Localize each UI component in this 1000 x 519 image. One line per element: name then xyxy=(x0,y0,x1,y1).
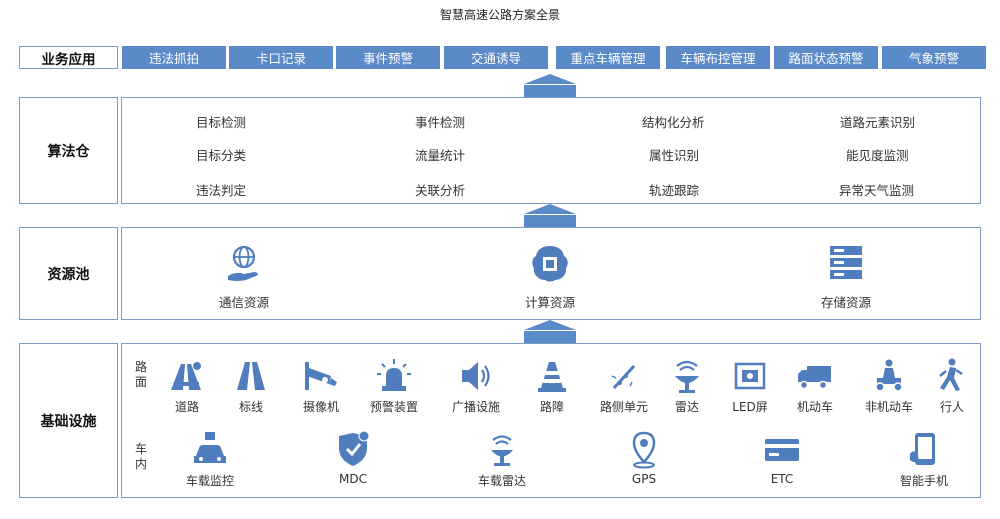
smartphone-icon xyxy=(910,433,935,465)
road-item: 路障 xyxy=(515,356,589,415)
resource-item: 存储资源 xyxy=(786,242,906,311)
road-item: 雷达 xyxy=(650,356,724,415)
infra-label: LED屏 xyxy=(732,400,768,414)
business-item: 卡口记录 xyxy=(229,46,333,69)
brain-chip-icon xyxy=(532,246,568,282)
gps-pin-icon xyxy=(632,431,656,469)
road-item: 机动车 xyxy=(778,356,852,415)
algorithm-item: 违法判定 xyxy=(196,183,247,198)
algorithm-item: 目标检测 xyxy=(196,115,247,130)
algorithm-panel: 目标检测 事件检测 结构化分析 道路元素识别 目标分类 流量统计 属性识别 能见… xyxy=(121,97,981,204)
business-item: 违法抓拍 xyxy=(122,46,226,69)
business-item: 事件预警 xyxy=(336,46,440,69)
business-item: 气象预警 xyxy=(882,46,986,69)
warning-light-icon xyxy=(377,359,411,391)
car-camera-icon xyxy=(194,432,226,463)
lane-marking-icon xyxy=(237,362,265,390)
resource-item: 计算资源 xyxy=(490,242,610,311)
road-item: 标线 xyxy=(214,356,288,415)
resource-layer-label: 资源池 xyxy=(19,227,118,320)
infra-label: ETC xyxy=(770,472,794,486)
infra-label: 车载监控 xyxy=(185,474,234,488)
camera-icon xyxy=(305,362,337,390)
globe-hand-icon xyxy=(228,245,258,281)
infra-label: MDC xyxy=(339,472,367,486)
up-arrow-icon xyxy=(524,74,576,99)
vehicle-item: GPS xyxy=(594,430,694,486)
road-icon xyxy=(171,362,201,390)
infra-label: 摄像机 xyxy=(302,400,339,414)
resource-panel: 通信资源 计算资源 存储资源 xyxy=(121,227,981,320)
truck-icon xyxy=(798,366,831,390)
algorithm-item: 异常天气监测 xyxy=(839,183,915,198)
infra-label: GPS xyxy=(631,472,657,486)
business-item: 交通诱导 xyxy=(444,46,548,69)
business-layer-label: 业务应用 xyxy=(19,46,118,69)
infra-label: 智能手机 xyxy=(899,474,948,488)
algorithm-item: 事件检测 xyxy=(415,115,466,130)
mdc-shield-icon xyxy=(339,430,370,466)
up-arrow-icon xyxy=(524,204,576,229)
vehicle-item: MDC xyxy=(303,430,403,486)
infra-label: 路侧单元 xyxy=(599,400,648,414)
infra-label: 机动车 xyxy=(796,400,833,414)
infra-label: 行人 xyxy=(939,400,964,414)
algorithm-item: 结构化分析 xyxy=(642,115,705,130)
infra-label: 道路 xyxy=(174,400,199,414)
road-item: LED屏 xyxy=(713,356,787,415)
business-item: 路面状态预警 xyxy=(774,46,878,69)
algorithm-layer-label: 算法仓 xyxy=(19,97,118,204)
scooter-icon xyxy=(875,359,903,392)
resource-label: 存储资源 xyxy=(820,295,871,310)
road-tag: 路面 xyxy=(134,360,147,389)
infrastructure-panel: 路面 车内 道路 标线 摄像机 xyxy=(121,343,981,498)
vehicle-item: 车载雷达 xyxy=(442,430,562,489)
speaker-icon xyxy=(462,362,490,390)
algorithm-item: 轨迹跟踪 xyxy=(649,183,700,198)
resource-label: 计算资源 xyxy=(524,295,575,310)
vehicle-item: ETC xyxy=(732,430,832,486)
resource-item: 通信资源 xyxy=(184,242,304,311)
road-item: 非机动车 xyxy=(852,356,926,415)
algorithm-item: 道路元素识别 xyxy=(840,115,916,130)
vehicle-item: 车载监控 xyxy=(160,430,260,489)
roadside-unit-icon xyxy=(611,364,636,390)
vehicle-tag: 车内 xyxy=(134,442,147,471)
infra-label: 预警装置 xyxy=(369,400,418,414)
vehicle-item: 智能手机 xyxy=(864,430,984,489)
algorithm-item: 属性识别 xyxy=(649,148,700,163)
road-item: 摄像机 xyxy=(284,356,358,415)
etc-card-icon xyxy=(765,439,799,461)
infra-label: 非机动车 xyxy=(864,400,913,414)
algorithm-item: 能见度监测 xyxy=(846,148,909,163)
road-item: 广播设施 xyxy=(439,356,513,415)
algorithm-item: 流量统计 xyxy=(415,148,466,163)
infra-label: 广播设施 xyxy=(451,400,500,414)
vehicle-radar-icon xyxy=(491,435,513,466)
infra-label: 路障 xyxy=(539,400,564,414)
led-screen-icon xyxy=(734,362,766,390)
server-rack-icon xyxy=(830,246,862,279)
business-item: 重点车辆管理 xyxy=(556,46,660,69)
algorithm-item: 目标分类 xyxy=(196,148,247,163)
infra-label: 标线 xyxy=(238,400,263,414)
radar-icon xyxy=(675,360,699,393)
road-item: 路侧单元 xyxy=(587,356,661,415)
traffic-cone-icon xyxy=(538,362,566,392)
infra-label: 车载雷达 xyxy=(477,474,526,488)
road-item: 行人 xyxy=(915,356,989,415)
business-item: 车辆布控管理 xyxy=(666,46,770,69)
up-arrow-icon xyxy=(524,320,576,345)
pedestrian-icon xyxy=(939,358,963,391)
road-item: 道路 xyxy=(150,356,224,415)
resource-label: 通信资源 xyxy=(218,295,269,310)
infrastructure-layer-label: 基础设施 xyxy=(19,343,118,498)
algorithm-item: 关联分析 xyxy=(415,183,466,198)
infra-label: 雷达 xyxy=(674,400,699,414)
road-item: 预警装置 xyxy=(357,356,431,415)
diagram-title: 智慧高速公路方案全景 xyxy=(439,8,560,22)
